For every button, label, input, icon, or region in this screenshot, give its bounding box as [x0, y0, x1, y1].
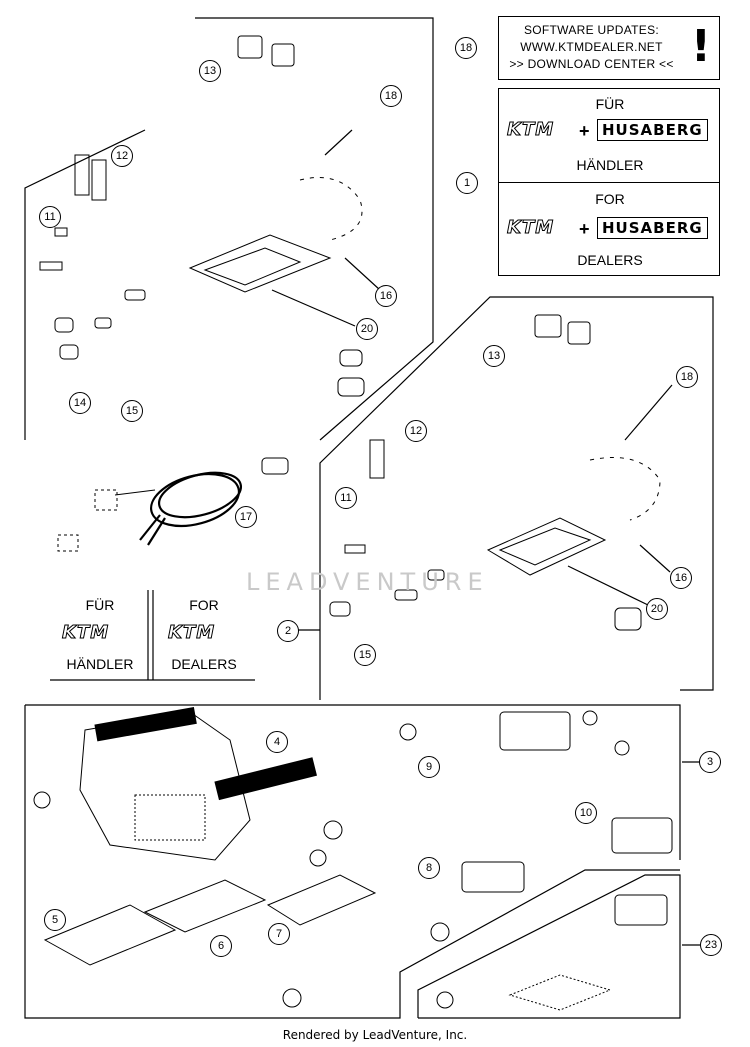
- plus-sign: +: [579, 219, 590, 239]
- ktm-logo: KTM: [61, 622, 110, 644]
- part-23-case: [614, 894, 668, 926]
- top-right-region-outline: [319, 296, 714, 700]
- leader-18a: [324, 129, 353, 156]
- callout-9[interactable]: 9: [418, 756, 440, 778]
- callout-11[interactable]: 11: [335, 487, 357, 509]
- ktm-box-handler: HÄNDLER: [66, 656, 134, 672]
- part-13b: [271, 43, 295, 67]
- callout-2[interactable]: 2: [277, 620, 299, 642]
- callout-14[interactable]: 14: [69, 392, 91, 414]
- watermark: LEADVENTURE: [246, 568, 489, 596]
- callout-3[interactable]: 3: [699, 751, 721, 773]
- husaberg-logo: HUSABERG: [597, 119, 708, 141]
- part-12b: [369, 439, 385, 479]
- part-20a-bracket: [188, 234, 332, 293]
- dealer-box-separator: [499, 182, 719, 183]
- ktm-box-dealers: DEALERS: [171, 656, 237, 672]
- dealer-fur: FÜR: [595, 96, 625, 112]
- part-23-sheet: [508, 974, 612, 1011]
- part-8: [461, 861, 525, 893]
- leader-20a: [271, 289, 356, 327]
- callout-20[interactable]: 20: [646, 598, 668, 620]
- callout-1[interactable]: 1: [456, 172, 478, 194]
- ktm-box-for: FOR: [189, 597, 219, 613]
- callout-15[interactable]: 15: [121, 400, 143, 422]
- callout-5[interactable]: 5: [44, 909, 66, 931]
- leader-16b: [639, 544, 671, 573]
- callout-13[interactable]: 13: [199, 60, 221, 82]
- dealer-dealers: DEALERS: [577, 252, 643, 268]
- part-a1: [339, 349, 363, 367]
- callout-7[interactable]: 7: [268, 923, 290, 945]
- software-updates-box: SOFTWARE UPDATES: WWW.KTMDEALER.NET >> D…: [498, 16, 720, 80]
- ktm-logo: KTM: [506, 119, 555, 141]
- software-line-2: WWW.KTMDEALER.NET: [520, 40, 663, 54]
- callout-12[interactable]: 12: [405, 420, 427, 442]
- callout-4[interactable]: 4: [266, 731, 288, 753]
- part-18a: [299, 177, 363, 241]
- callout-18[interactable]: 18: [676, 366, 698, 388]
- footer-credit: Rendered by LeadVenture, Inc.: [282, 1028, 468, 1042]
- part-18b: [589, 457, 661, 521]
- callout-10[interactable]: 10: [575, 802, 597, 824]
- leader-16a: [344, 257, 381, 291]
- top-left-region-outline: [195, 17, 434, 441]
- bottom-region-outline-left: [24, 705, 680, 1019]
- part-17-cable: [114, 471, 242, 546]
- callout-11[interactable]: 11: [39, 206, 61, 228]
- part-9-case: [499, 711, 571, 751]
- callout-12[interactable]: 12: [111, 145, 133, 167]
- part-13c: [534, 314, 562, 338]
- exclamation-icon: !: [690, 21, 711, 72]
- software-line-1: SOFTWARE UPDATES:: [523, 23, 660, 37]
- leader-18b: [624, 384, 673, 441]
- callout-17[interactable]: 17: [235, 506, 257, 528]
- leader-20b: [567, 565, 649, 606]
- part-b1: [614, 607, 642, 631]
- callout-15[interactable]: 15: [354, 644, 376, 666]
- part-13a: [237, 35, 263, 59]
- callout-23[interactable]: 23: [700, 934, 722, 956]
- part-11a-fittings: [39, 227, 146, 360]
- husaberg-logo: HUSABERG: [597, 217, 708, 239]
- software-line-3: >> DOWNLOAD CENTER <<: [509, 57, 674, 71]
- dealer-for: FOR: [595, 191, 625, 207]
- plus-sign: +: [579, 121, 590, 141]
- part-plug: [261, 457, 289, 475]
- callout-13[interactable]: 13: [483, 345, 505, 367]
- ktm-logo: KTM: [167, 622, 216, 644]
- callout-6[interactable]: 6: [210, 935, 232, 957]
- part-12a: [74, 154, 90, 196]
- callout-16[interactable]: 16: [375, 285, 397, 307]
- part-4-tool-case: [79, 711, 251, 861]
- dealer-handler: HÄNDLER: [576, 157, 644, 173]
- top-left-region-outline-left: [24, 129, 146, 440]
- callout-18[interactable]: 18: [380, 85, 402, 107]
- callout-20[interactable]: 20: [356, 318, 378, 340]
- dealer-kit-box: FÜR KTM + HUSABERG HÄNDLER FOR KTM + HUS…: [498, 88, 720, 276]
- callout-18[interactable]: 18: [455, 37, 477, 59]
- ktm-logo: KTM: [506, 217, 555, 239]
- bottom-region-outline: [25, 704, 681, 860]
- part-5-sheet: [43, 904, 177, 966]
- part-10: [611, 817, 673, 854]
- part-6-sheet: [143, 879, 267, 933]
- part-20b-bracket: [486, 517, 607, 576]
- callout-16[interactable]: 16: [670, 567, 692, 589]
- ktm-box-fur: FÜR: [85, 597, 115, 613]
- kit23-outline: [417, 874, 681, 1019]
- part-7-sheet: [266, 874, 377, 926]
- callout-8[interactable]: 8: [418, 857, 440, 879]
